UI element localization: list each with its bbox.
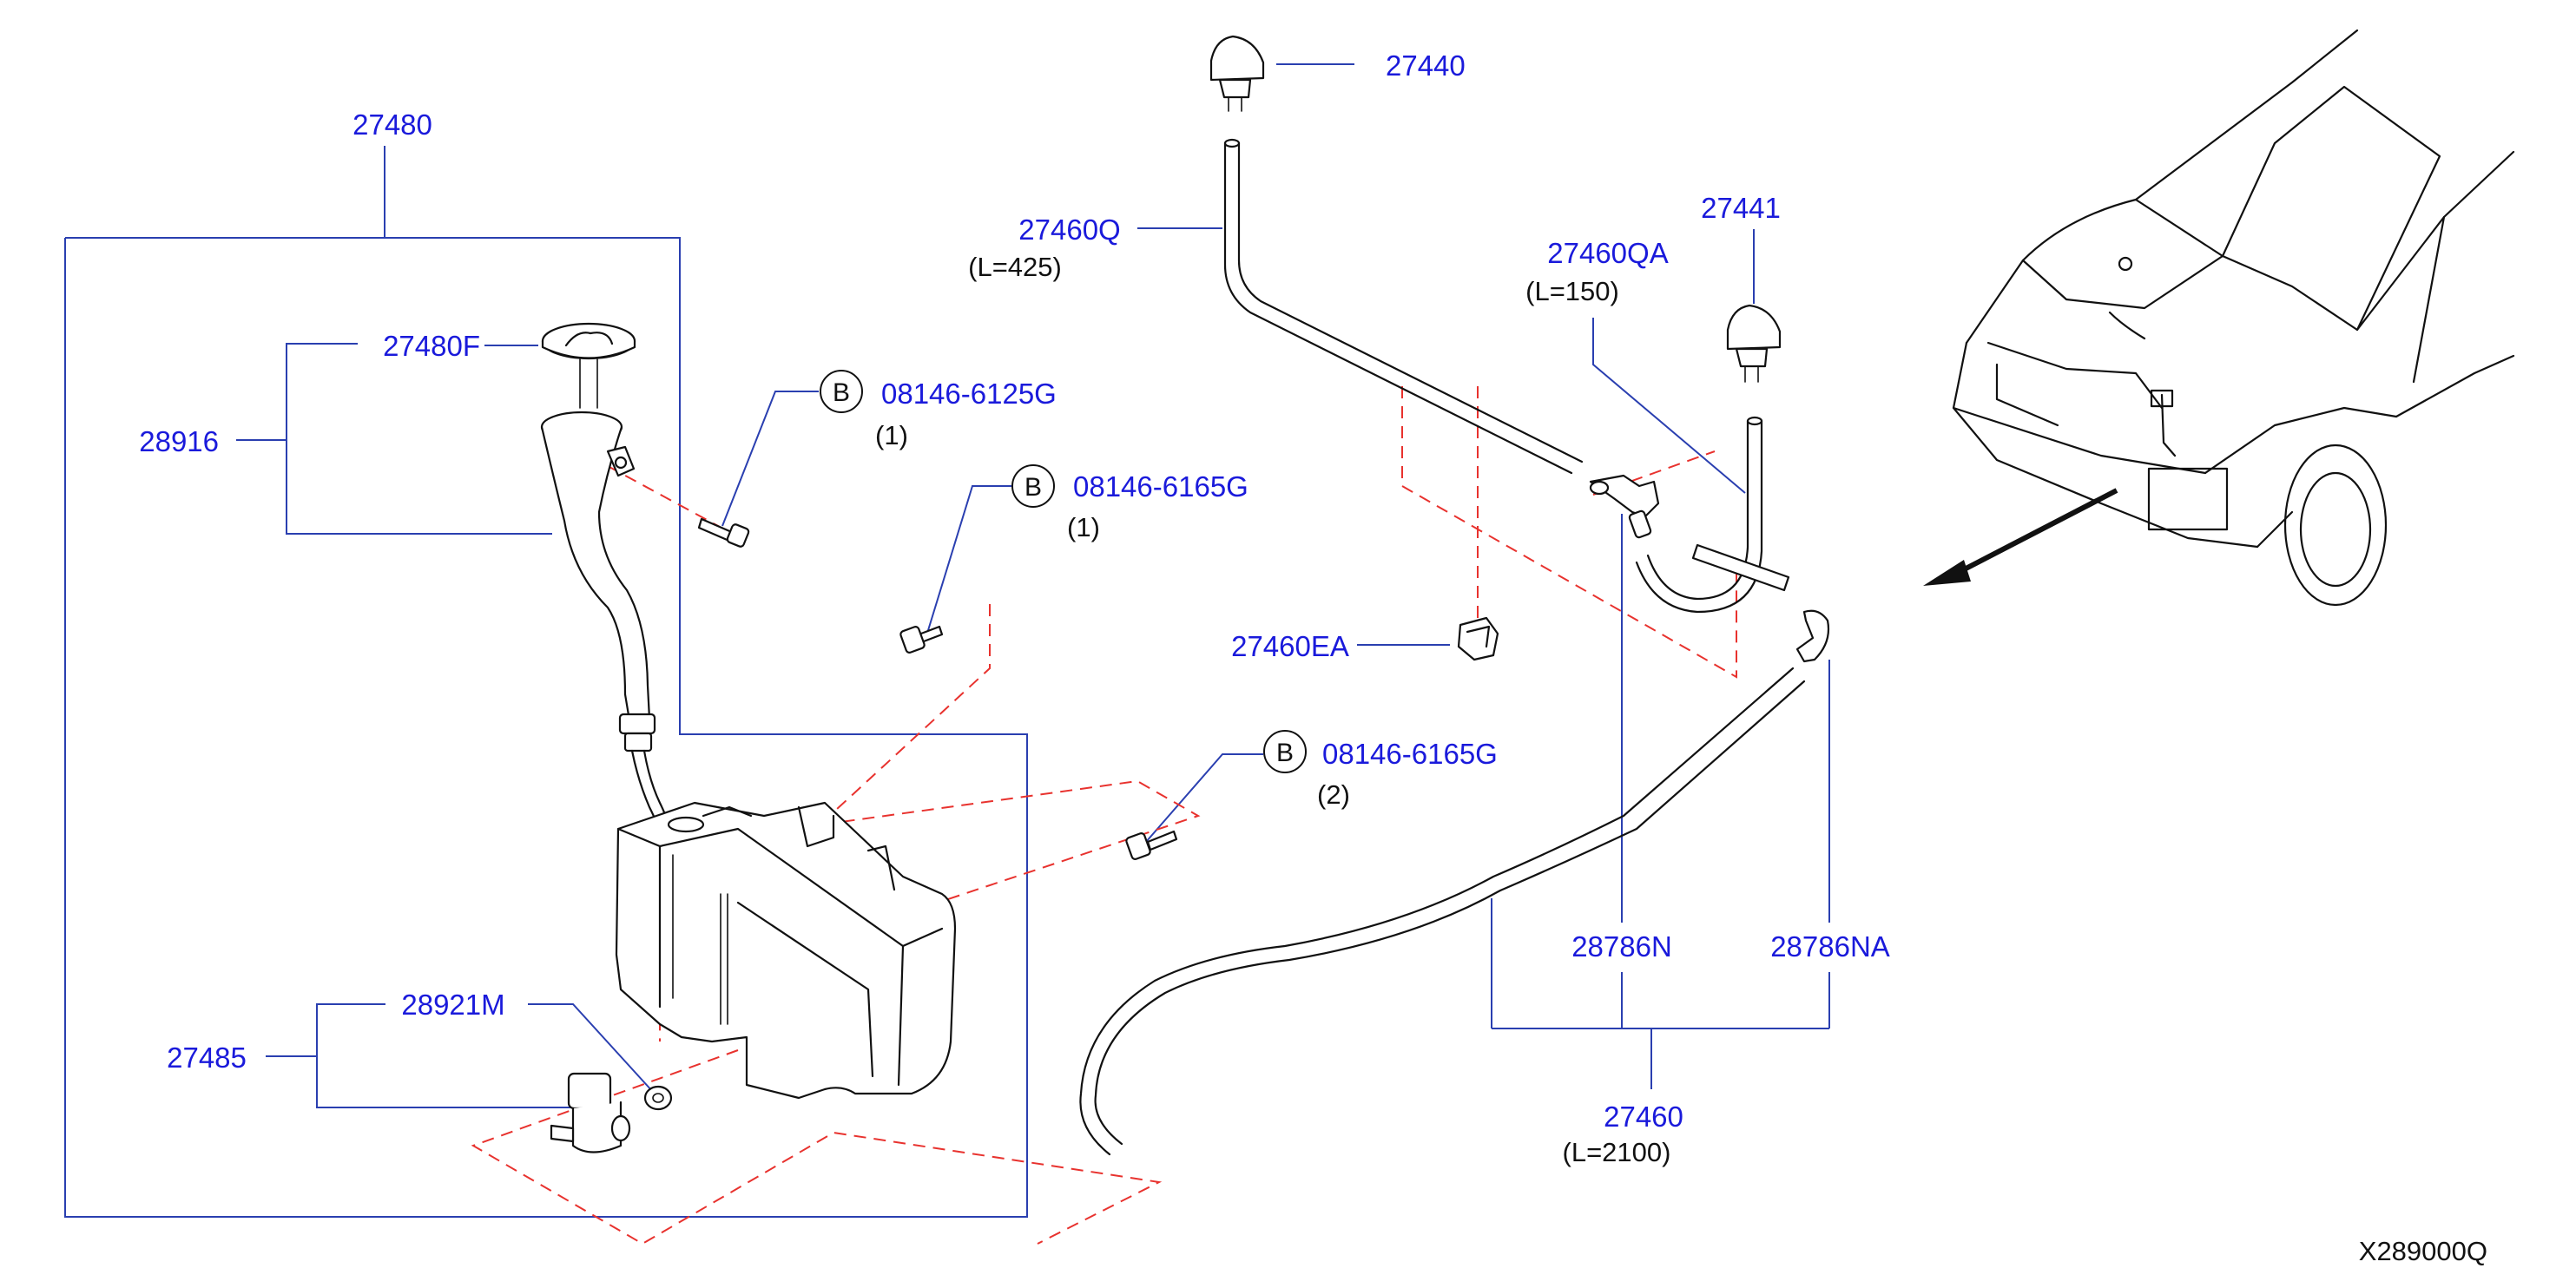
qty-08146-6125g: (1) — [875, 420, 908, 450]
label-27480f: 27480F — [383, 330, 480, 362]
label-27460ea: 27460EA — [1231, 630, 1349, 662]
label-28921m: 28921M — [401, 989, 504, 1021]
location-arrow — [1923, 488, 2118, 586]
hose-27460q — [1223, 138, 1584, 475]
washer-pump — [550, 1072, 673, 1153]
filler-neck — [540, 411, 672, 835]
clip-27460ea — [1457, 616, 1499, 661]
bolt-symbol-letter: B — [1276, 739, 1294, 767]
label-08146-6165g-2: 08146-6165G — [1322, 738, 1498, 770]
label-27440: 27440 — [1386, 49, 1466, 82]
length-27460qa: (L=150) — [1525, 276, 1619, 306]
part-labels: 27480 27480F 28916 08146-6125G (1) 08146… — [139, 49, 2487, 1266]
label-27460qa: 27460QA — [1547, 237, 1668, 269]
bolt-symbol-letter: B — [1024, 473, 1042, 502]
label-28786n: 28786N — [1571, 930, 1672, 963]
label-27441: 27441 — [1701, 192, 1781, 224]
bolt-symbol-2: B — [1011, 464, 1055, 508]
diagram-reference-code: X289000Q — [2359, 1236, 2487, 1266]
washer-tank — [615, 801, 957, 1100]
bolt-symbol-1: B — [820, 370, 863, 413]
length-27460q: (L=425) — [968, 252, 1062, 282]
label-27460q: 27460Q — [1018, 214, 1120, 246]
label-08146-6165g-1: 08146-6165G — [1073, 470, 1248, 503]
label-27480: 27480 — [352, 108, 432, 141]
label-08146-6125g: 08146-6125G — [881, 378, 1057, 410]
nozzle-27441 — [1726, 304, 1782, 383]
joint-connector — [1589, 474, 1660, 539]
hose-27460 — [1079, 609, 1830, 1156]
length-27460: (L=2100) — [1563, 1137, 1671, 1167]
bolt-6165g-1 — [899, 625, 944, 654]
bolt-6165g-2 — [1125, 830, 1178, 860]
label-27460: 27460 — [1604, 1101, 1683, 1133]
qty-08146-6165g-1: (1) — [1067, 512, 1100, 542]
hose-27460qa — [1635, 416, 1790, 614]
bolt-6125g — [697, 517, 750, 548]
label-27485: 27485 — [167, 1042, 247, 1074]
label-28786na: 28786NA — [1770, 930, 1890, 963]
filler-cap — [541, 322, 636, 409]
bolt-symbol-letter: B — [833, 378, 850, 407]
bolt-symbol-3: B — [1263, 730, 1307, 773]
label-28916: 28916 — [139, 425, 219, 457]
qty-08146-6165g-2: (2) — [1317, 779, 1350, 810]
vehicle-illustration — [1952, 29, 2515, 607]
leader-lines — [64, 63, 1830, 1218]
nozzle-27440 — [1209, 35, 1265, 112]
